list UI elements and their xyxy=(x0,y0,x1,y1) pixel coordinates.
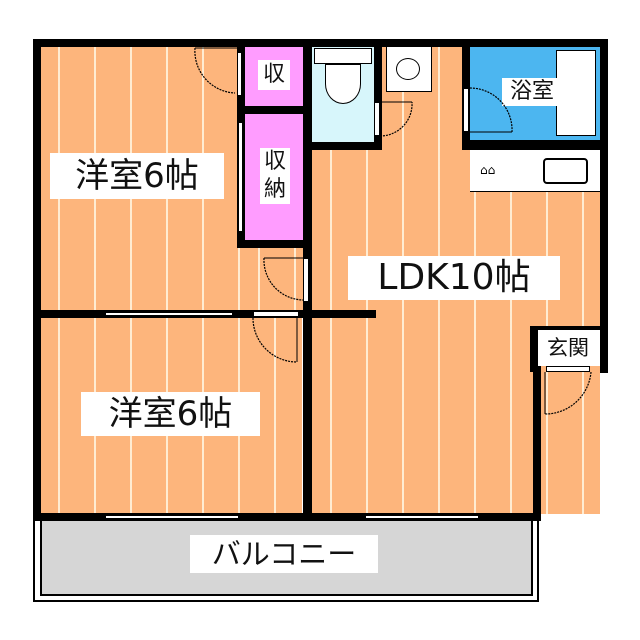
door-swing-toilet xyxy=(379,101,413,137)
door-swing-entrance xyxy=(544,371,592,415)
toilet-icon xyxy=(325,64,361,104)
stove-icon: ⌂⌂ xyxy=(480,163,496,177)
bathroom-label: 浴室 xyxy=(502,78,562,106)
wall-bottom xyxy=(33,513,541,521)
closet-label-top: 収 xyxy=(260,148,290,176)
wall-right-upper xyxy=(600,39,608,373)
toilet-tank xyxy=(314,48,372,64)
bedroom-1-lower-floor xyxy=(240,245,308,314)
entrance-label: 玄関 xyxy=(540,334,596,362)
door-opening-bedroom-2 xyxy=(253,311,299,317)
wall-toilet-bottom xyxy=(308,142,382,150)
door-opening-entrance xyxy=(546,366,590,372)
window-ldk-bottom xyxy=(366,515,478,519)
door-swing-bedroom-2 xyxy=(252,317,298,363)
door-opening-ldk xyxy=(303,258,309,302)
closet-sliding-door xyxy=(238,122,243,232)
ldk-label: LDK10帖 xyxy=(348,256,560,300)
bedroom-2-label: 洋室6帖 xyxy=(81,392,260,436)
closet-label-bottom: 納 xyxy=(260,176,290,204)
wall-closet-bottom xyxy=(237,240,309,248)
door-opening-toilet xyxy=(374,102,380,136)
balcony-label: バルコニー xyxy=(190,535,378,573)
wall-entrance-h xyxy=(530,326,602,330)
door-opening-bedroom-1 xyxy=(237,52,242,96)
door-swing-bedroom-1 xyxy=(194,47,237,94)
wall-toilet-right xyxy=(374,46,382,150)
window-bedroom-divider xyxy=(106,312,232,316)
wall-closet-mid xyxy=(237,106,309,114)
wall-left xyxy=(33,39,41,521)
bathtub-icon xyxy=(556,50,596,136)
wall-right-lower xyxy=(533,365,541,521)
storage-small-label: 収 xyxy=(258,60,290,90)
wall-bath-bottom xyxy=(462,140,602,150)
sink-icon xyxy=(543,158,588,184)
washing-machine-icon xyxy=(396,58,420,80)
bedroom-1-label: 洋室6帖 xyxy=(50,153,224,199)
door-swing-ldk-to-bedroom-1 xyxy=(263,257,305,301)
door-opening-bathroom xyxy=(463,88,469,132)
window-bedroom-2-bottom xyxy=(106,515,238,519)
door-swing-bathroom xyxy=(469,87,513,133)
wall-entrance-top xyxy=(530,326,538,372)
wall-top xyxy=(33,39,608,47)
